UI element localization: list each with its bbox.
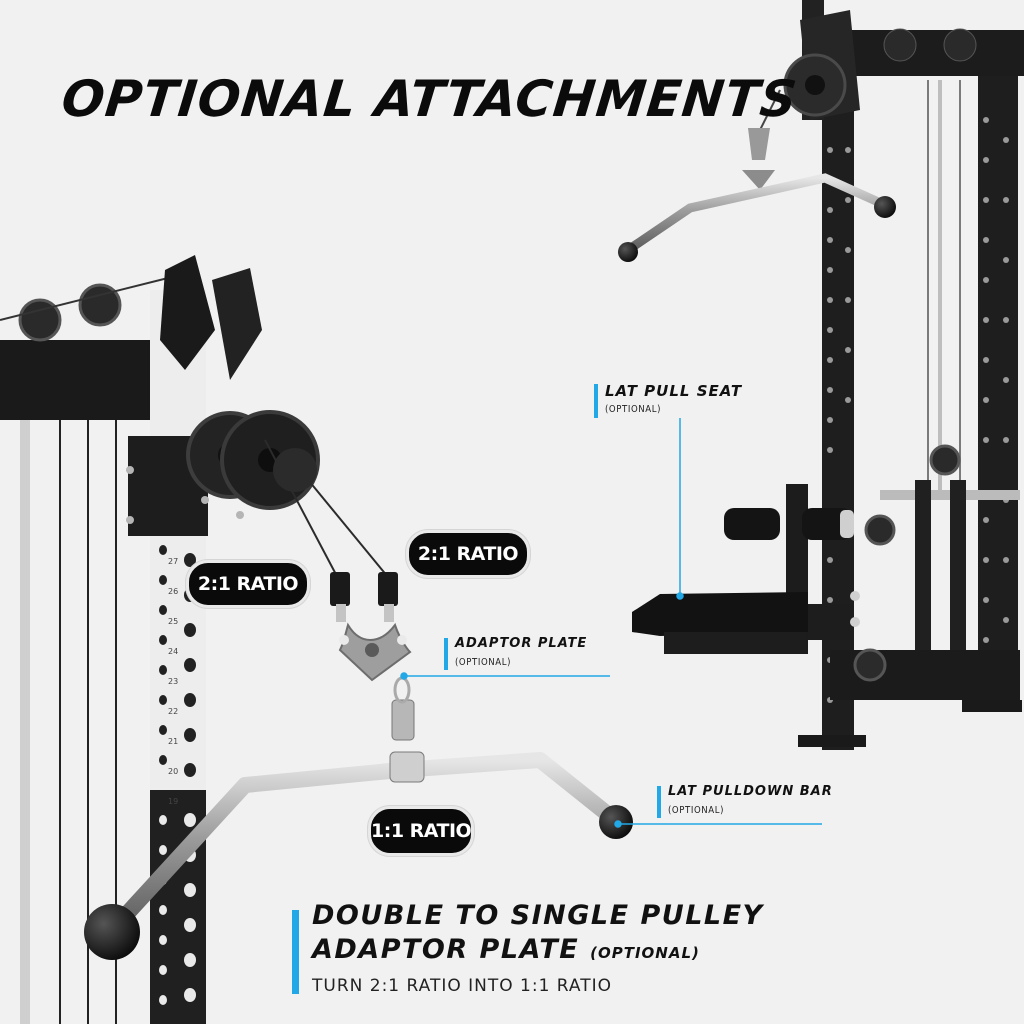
feature-description: TURN 2:1 RATIO INTO 1:1 RATIO <box>312 976 613 996</box>
upright-hole-number: 24 <box>168 647 178 656</box>
ratio-badge-right: 2:1 RATIO <box>406 530 530 578</box>
callout-label: ADAPTOR PLATE <box>455 636 588 651</box>
lat-pulldown-machine <box>618 0 1024 750</box>
dual-pulley-assembly: 27 26 25 24 23 22 21 20 19 <box>0 255 398 1024</box>
callout-accent-bar <box>594 384 598 418</box>
callout-sublabel: (OPTIONAL) <box>668 805 725 816</box>
ratio-badge-left: 2:1 RATIO <box>186 560 310 608</box>
upright-hole-number: 19 <box>168 797 178 806</box>
callout-sublabel: (OPTIONAL) <box>605 404 662 415</box>
feature-heading-line2: ADAPTOR PLATE (OPTIONAL) <box>312 934 700 965</box>
callout-accent-bar <box>444 638 448 670</box>
upright-hole-number: 20 <box>168 767 178 776</box>
callout-sublabel: (OPTIONAL) <box>455 657 512 668</box>
feature-optional-tag: (OPTIONAL) <box>590 944 700 962</box>
callout-label: LAT PULLDOWN BAR <box>668 784 833 799</box>
upright-hole-number: 27 <box>168 557 178 566</box>
lat-pull-seat <box>632 484 860 654</box>
upright-hole-number: 23 <box>168 677 178 686</box>
callout-label: LAT PULL SEAT <box>605 382 743 400</box>
feature-accent-bar <box>292 910 299 994</box>
upright-hole-number: 26 <box>168 587 178 596</box>
ratio-badge-bottom: 1:1 RATIO <box>368 806 474 856</box>
upright-hole-numbers: 27 26 25 24 23 22 21 20 19 <box>168 557 178 806</box>
page-title: OPTIONAL ATTACHMENTS <box>58 70 801 128</box>
feature-heading-product: ADAPTOR PLATE <box>312 934 580 965</box>
lat-pulldown-bar <box>84 751 633 960</box>
feature-heading-line1: DOUBLE TO SINGLE PULLEY <box>312 900 764 931</box>
upright-hole-number: 22 <box>168 707 178 716</box>
callout-accent-bar <box>657 786 661 818</box>
callout-leader-lines <box>400 418 822 828</box>
upright-hole-number: 25 <box>168 617 178 626</box>
upright-hole-number: 21 <box>168 737 178 746</box>
adaptor-plate <box>338 622 415 741</box>
